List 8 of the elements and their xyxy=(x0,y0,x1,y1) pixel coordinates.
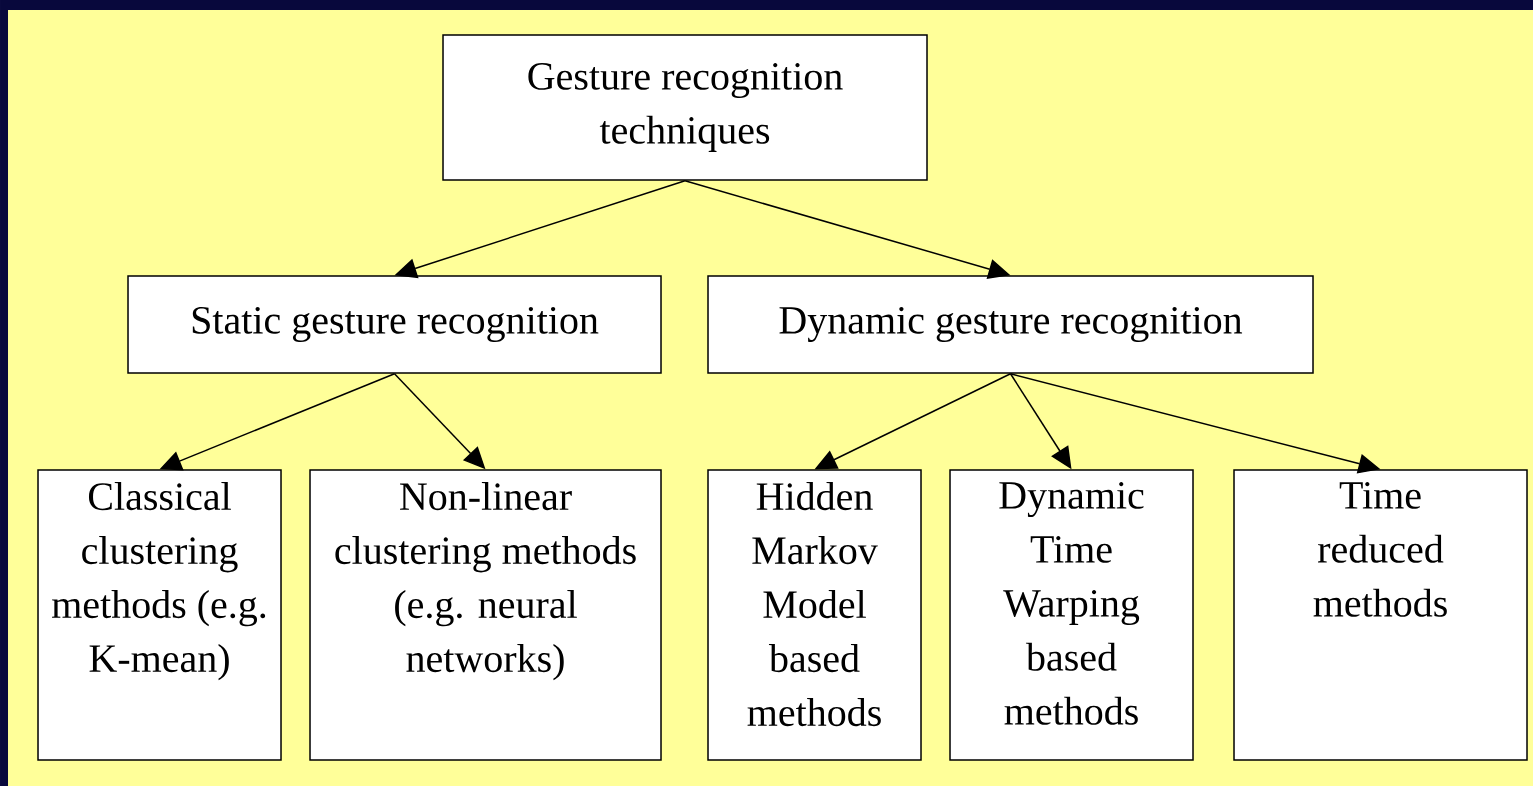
method-box: Gesture recognition techniques xyxy=(442,34,928,181)
method-box: Static gesture recognition xyxy=(127,275,662,374)
method-box: Non-linear clustering methods (e.g. neural networks) xyxy=(309,469,662,761)
method-box: Hidden Markov Model based methods xyxy=(707,469,922,761)
method-box: Dynamic gesture recognition xyxy=(707,275,1314,374)
method-box: Time reduced methods xyxy=(1233,469,1528,761)
method-box: Dynamic Time Warping based methods xyxy=(949,469,1194,761)
method-box: Classical clustering methods (e.g. K-mean) xyxy=(37,469,282,761)
